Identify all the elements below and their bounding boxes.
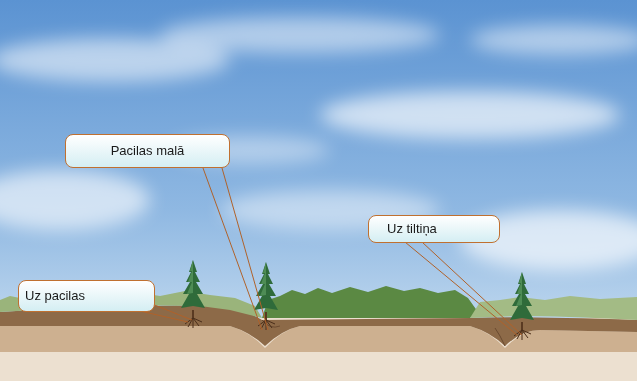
leader-line <box>140 311 188 322</box>
callout-box: Pacilas malā <box>65 134 230 168</box>
callout-box: Uz pacilas <box>18 280 155 312</box>
leader-line <box>222 168 268 330</box>
spruce-tree <box>510 272 534 340</box>
leader-line <box>405 242 517 335</box>
spruce-tree <box>181 260 205 328</box>
cloud <box>470 25 637 55</box>
leader-line <box>203 168 262 330</box>
callout-text: Pacilas malā <box>70 144 225 159</box>
dark-grass <box>262 286 478 318</box>
leader-lines <box>140 168 522 335</box>
clouds <box>0 17 637 270</box>
cloud <box>0 170 150 230</box>
soil-line <box>262 320 505 346</box>
cloud <box>320 91 620 139</box>
cloud <box>160 17 440 53</box>
leader-line <box>422 242 522 335</box>
leader-line <box>152 304 192 320</box>
callout-box: Uz tiltiņa <box>368 215 500 243</box>
callout-text: Uz pacilas <box>25 289 148 304</box>
callout-text: Uz tiltiņa <box>387 222 481 237</box>
spruce-tree <box>254 262 278 330</box>
